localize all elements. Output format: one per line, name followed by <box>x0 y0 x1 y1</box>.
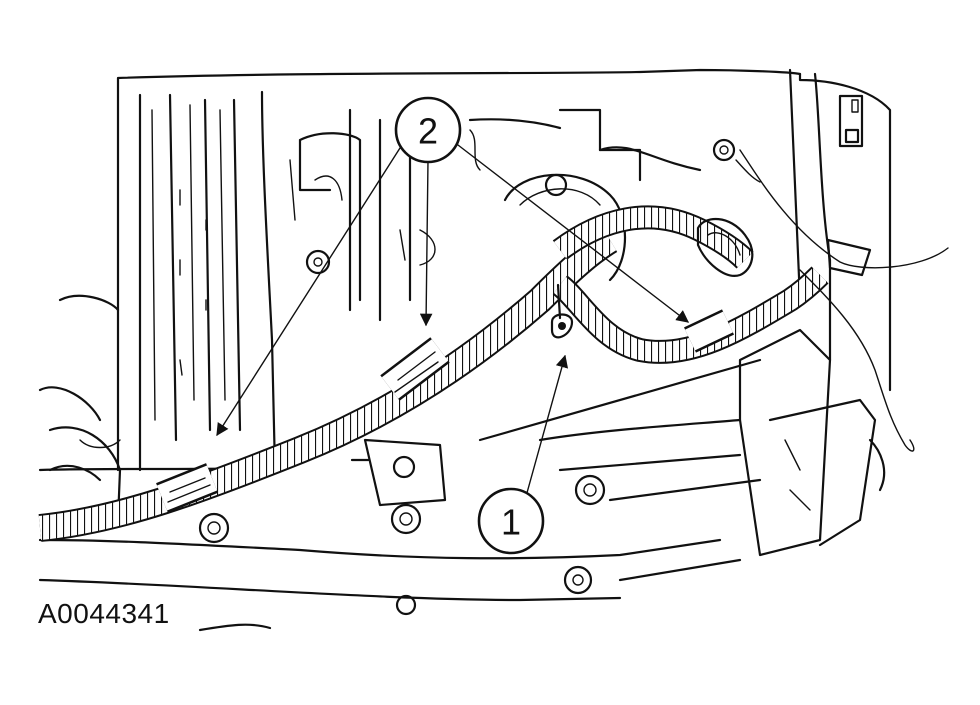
bolt-icon <box>198 512 230 544</box>
tape-sleeve-2 <box>380 337 450 401</box>
callout-2-label: 2 <box>418 111 438 152</box>
bolt-icon <box>395 594 417 616</box>
callout-2: 2 <box>394 96 462 164</box>
body-panel <box>38 68 892 632</box>
bolt-icon <box>563 565 593 595</box>
leader-arrow-2b <box>419 159 433 327</box>
tape-sleeve-1 <box>156 463 218 513</box>
harness-connector <box>696 217 754 277</box>
bolt-icon <box>305 249 331 275</box>
bolt-icon <box>712 138 736 162</box>
leader-lines <box>216 144 689 501</box>
leader-arrow-2a <box>216 147 401 437</box>
callout-1-label: 1 <box>501 502 521 543</box>
wiring-harness <box>38 149 949 542</box>
figure-id: A0044341 <box>38 598 170 629</box>
bolt-icon <box>544 173 568 197</box>
leader-arrow-1 <box>524 354 569 501</box>
grommet-port <box>503 173 626 282</box>
callout-1: 1 <box>477 487 545 555</box>
bolt-icon <box>574 474 606 506</box>
bolt-fasteners <box>198 138 736 616</box>
tape-sleeve-3 <box>684 309 734 353</box>
ground-ring-terminal <box>550 283 574 339</box>
leader-arrow-2c <box>457 144 689 323</box>
bolt-icon <box>390 503 422 535</box>
